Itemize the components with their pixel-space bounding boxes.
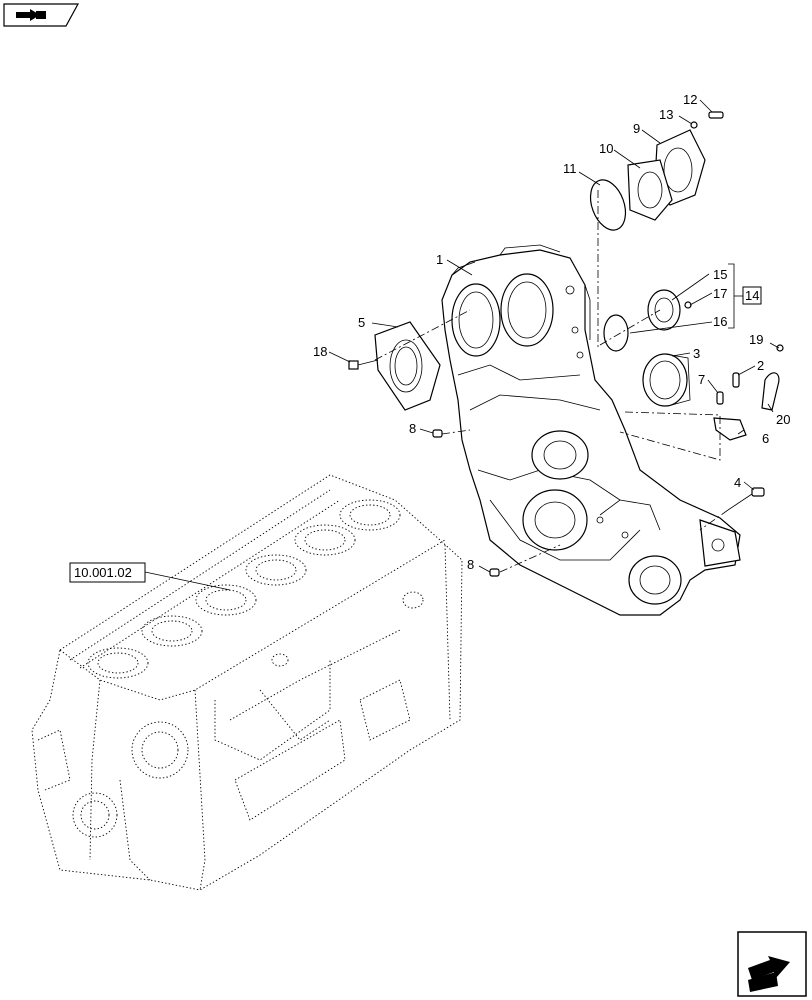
sensor-2[interactable] bbox=[732, 372, 740, 388]
o-ring-11[interactable] bbox=[584, 175, 632, 235]
callout-1: 1 bbox=[436, 252, 443, 267]
callout-18: 18 bbox=[313, 344, 327, 359]
reference-label: 10.001.02 bbox=[74, 565, 132, 580]
engine-block bbox=[31, 474, 463, 891]
bracket-6[interactable] bbox=[713, 417, 747, 441]
fitting-19[interactable] bbox=[776, 344, 784, 352]
bolt-8-lower[interactable] bbox=[489, 568, 500, 577]
flange-plate[interactable] bbox=[374, 321, 441, 411]
front-housing[interactable] bbox=[441, 244, 741, 616]
callout-14: 14 bbox=[745, 288, 759, 303]
callout-19: 19 bbox=[749, 332, 763, 347]
bottom-right-nav-icon[interactable] bbox=[737, 931, 807, 997]
callout-3: 3 bbox=[693, 346, 700, 361]
callout-5: 5 bbox=[358, 315, 365, 330]
callout-11: 11 bbox=[563, 161, 577, 176]
callout-16: 16 bbox=[713, 314, 727, 329]
callout-15: 15 bbox=[713, 267, 727, 282]
callout-9: 9 bbox=[633, 121, 640, 136]
bolt-18[interactable] bbox=[348, 359, 379, 370]
callout-8-upper: 8 bbox=[409, 421, 416, 436]
o-ring-16[interactable] bbox=[603, 314, 629, 352]
gasket-10[interactable] bbox=[627, 159, 673, 221]
bolt-8-upper[interactable] bbox=[432, 429, 443, 438]
callout-20: 20 bbox=[776, 412, 790, 427]
bolt-4[interactable] bbox=[727, 487, 765, 511]
callout-4: 4 bbox=[734, 475, 741, 490]
callout-6: 6 bbox=[762, 431, 769, 446]
bolt-12[interactable] bbox=[690, 111, 724, 129]
callout-17: 17 bbox=[713, 286, 727, 301]
callout-8-lower: 8 bbox=[467, 557, 474, 572]
callout-10: 10 bbox=[599, 141, 613, 156]
top-left-nav-icon[interactable] bbox=[3, 3, 80, 27]
sealant-20[interactable] bbox=[761, 372, 780, 411]
callout-12: 12 bbox=[683, 92, 697, 107]
engine-block-reference[interactable]: 10.001.02 bbox=[69, 562, 146, 583]
small-cover[interactable] bbox=[647, 289, 692, 331]
bolt-7[interactable] bbox=[716, 391, 724, 405]
callout-7: 7 bbox=[698, 372, 705, 387]
callout-2: 2 bbox=[757, 358, 764, 373]
seal-ring[interactable] bbox=[642, 353, 691, 407]
callout-14-box bbox=[742, 286, 762, 305]
callout-13: 13 bbox=[659, 107, 673, 122]
